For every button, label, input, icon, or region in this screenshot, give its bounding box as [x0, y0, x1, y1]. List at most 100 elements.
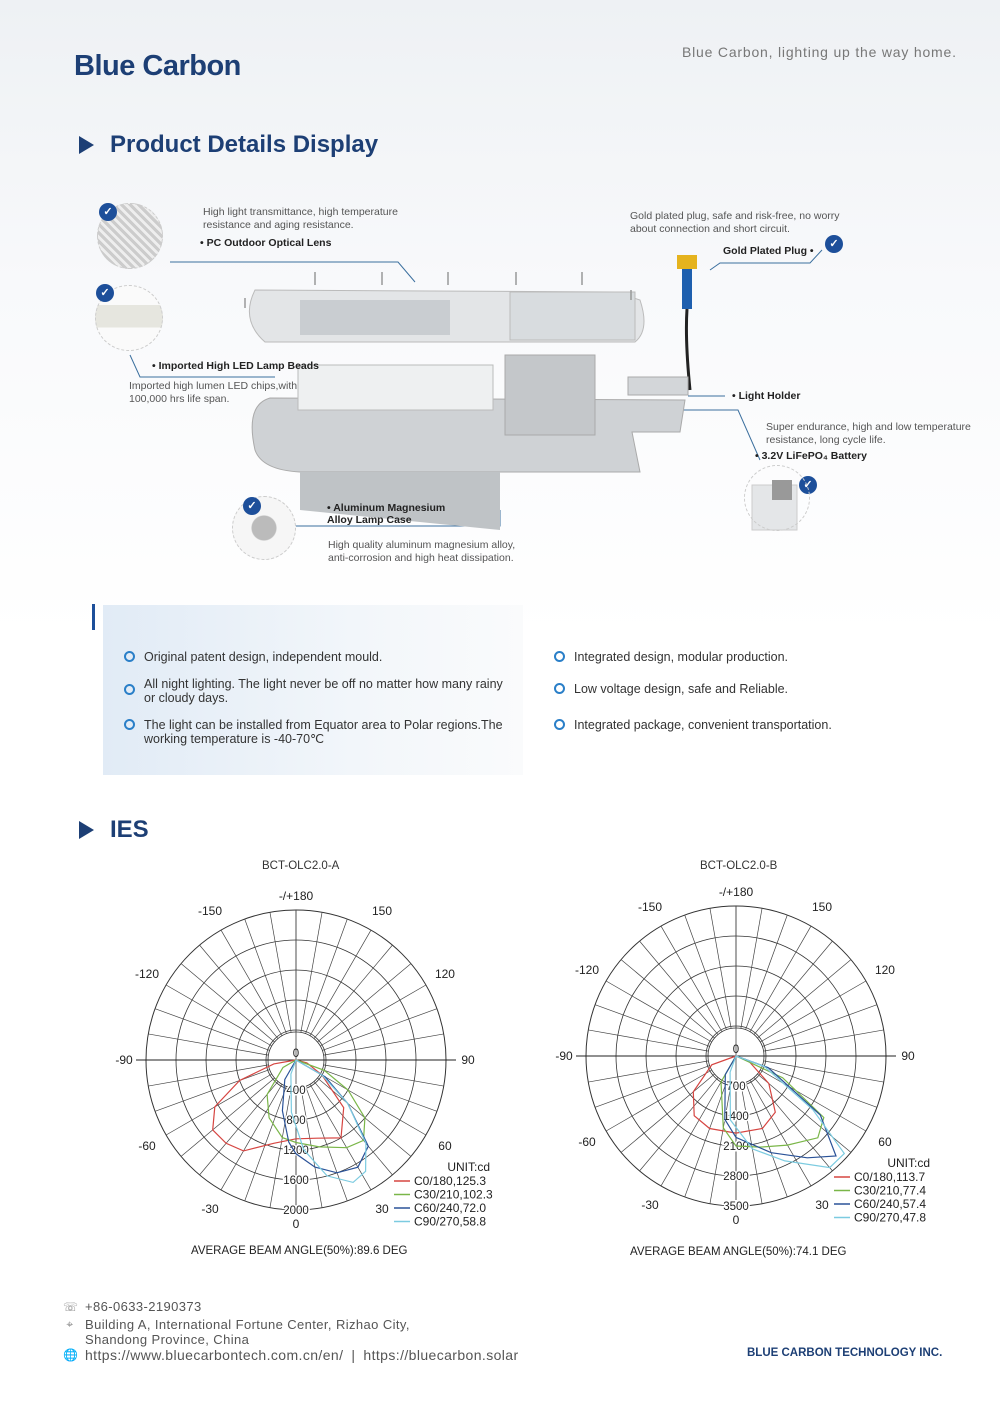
polar-spoke	[199, 1081, 279, 1176]
polar-spoke	[660, 925, 723, 1032]
angle-label: 60	[438, 1139, 452, 1153]
feature-item: Original patent design, independent moul…	[124, 650, 504, 664]
company-name: BLUE CARBON TECHNOLOGY INC.	[747, 1347, 943, 1359]
accent-bar	[92, 604, 95, 630]
polar-spoke	[322, 1069, 438, 1112]
angle-label: 30	[815, 1198, 829, 1212]
feature-text: Original patent design, independent moul…	[144, 650, 383, 664]
phone-icon: ☏	[63, 1299, 79, 1314]
chart-title: BCT-OLC2.0-A	[262, 860, 340, 872]
polar-spoke	[762, 1065, 878, 1108]
polar-spoke	[745, 914, 788, 1030]
legend-entry: C90/270,47.8	[854, 1211, 926, 1225]
callout-battery-title: • 3.2V LiFePO₄ Battery	[755, 450, 867, 462]
website-link[interactable]: https://www.bluecarbontech.com.cn/en/	[85, 1347, 344, 1363]
callout-lens-desc: High light transmittance, high temperatu…	[203, 206, 398, 231]
plug-and-cable	[627, 255, 697, 396]
angle-label: -/+180	[279, 889, 314, 903]
polar-spoke	[244, 1086, 287, 1202]
feature-item: Low voltage design, safe and Reliable.	[554, 682, 954, 696]
circle-bullet-icon	[554, 683, 565, 694]
polar-spoke	[323, 1064, 444, 1087]
callout-led-desc: Imported high lumen LED chips,with 100,0…	[129, 380, 298, 405]
check-icon: ✓	[243, 497, 261, 515]
callout-lens-title: • PC Outdoor Optical Lens	[200, 237, 332, 249]
polar-spoke	[148, 1064, 269, 1087]
features-panel	[103, 605, 523, 775]
polar-spoke	[639, 940, 719, 1035]
legend-entry: C0/180,125.3	[414, 1174, 486, 1188]
polar-spoke	[762, 1004, 878, 1047]
polar-spoke	[588, 1029, 709, 1052]
polar-spoke	[269, 912, 292, 1033]
legend-entry: C60/240,57.4	[854, 1197, 926, 1211]
polar-spoke	[760, 980, 867, 1043]
polar-spoke	[639, 1077, 719, 1172]
battery-thumbnail	[744, 465, 810, 531]
angle-label: 0	[733, 1213, 740, 1227]
polar-spoke	[763, 1060, 884, 1083]
feature-item: Integrated design, modular production.	[554, 650, 954, 664]
section-title: IES	[110, 816, 149, 843]
angle-label: 150	[372, 904, 392, 918]
circle-bullet-icon	[124, 684, 135, 695]
center-label: 0	[293, 1048, 299, 1060]
polar-spoke	[322, 1008, 438, 1051]
circle-bullet-icon	[124, 651, 135, 662]
polar-spoke	[745, 1082, 788, 1198]
angle-label: -60	[138, 1139, 156, 1153]
angle-label: -90	[115, 1053, 133, 1067]
circle-bullet-icon	[554, 719, 565, 730]
polar-spoke	[684, 1082, 727, 1198]
polar-spoke	[660, 1080, 723, 1187]
chart-title: BCT-OLC2.0-B	[700, 860, 778, 872]
polar-spoke	[269, 1087, 292, 1208]
callout-holder-title: • Light Holder	[732, 390, 801, 402]
polar-spoke	[154, 1069, 270, 1112]
ring-label: 2100	[723, 1141, 749, 1153]
ring-label: 400	[286, 1085, 305, 1097]
unit-label: UNIT:cd	[447, 1160, 490, 1174]
beam-angle-b: AVERAGE BEAM ANGLE(50%):74.1 DEG	[630, 1246, 847, 1258]
legend-entry: C60/240,72.0	[414, 1201, 486, 1215]
callout-case-desc: High quality aluminum magnesium alloy, a…	[328, 539, 516, 564]
tagline: Blue Carbon, lighting up the way home.	[682, 44, 957, 60]
triangle-bullet-icon	[79, 136, 94, 154]
callout-title: Light Holder	[738, 390, 801, 402]
callout-plug-title: Gold Plated Plug •	[723, 245, 814, 257]
callout-plug-desc: Gold plated plug, safe and risk-free, no…	[630, 210, 840, 235]
polar-spoke	[757, 1073, 852, 1153]
angle-label: -150	[638, 900, 662, 914]
triangle-bullet-icon	[79, 821, 94, 839]
polar-spoke	[220, 1084, 283, 1191]
check-icon: ✓	[96, 284, 114, 302]
angle-label: -150	[198, 904, 222, 918]
polar-spoke	[620, 959, 715, 1039]
polar-spoke	[148, 1033, 269, 1056]
callout-title: PC Outdoor Optical Lens	[206, 237, 332, 249]
angle-label: -60	[578, 1135, 596, 1149]
ring-label: 1600	[283, 1175, 309, 1187]
website-link[interactable]: https://bluecarbon.solar	[363, 1347, 519, 1363]
polar-spoke	[165, 1073, 272, 1136]
polar-spoke	[709, 908, 732, 1029]
circle-bullet-icon	[554, 651, 565, 662]
series-curve	[724, 1055, 837, 1159]
feature-text: Low voltage design, safe and Reliable.	[574, 682, 789, 696]
section-heading-product: Product Details Display	[79, 131, 378, 159]
angle-label: -90	[555, 1049, 573, 1063]
lamp-case-thumbnail	[232, 496, 296, 560]
polar-spoke	[760, 1069, 867, 1132]
screws	[244, 272, 632, 308]
polar-spoke	[594, 1065, 710, 1108]
circle-bullet-icon	[124, 719, 135, 730]
address-text: Building A, International Fortune Center…	[85, 1317, 410, 1347]
lens-cover	[248, 289, 645, 343]
angle-label: -120	[575, 963, 599, 977]
feature-item: The light can be installed from Equator …	[124, 718, 509, 746]
legend-entry: C0/180,113.7	[854, 1170, 925, 1184]
polar-spoke	[317, 963, 412, 1043]
angle-label: 90	[461, 1053, 475, 1067]
callout-led-title: • Imported High LED Lamp Beads	[152, 360, 320, 372]
angle-label: -30	[201, 1202, 219, 1216]
